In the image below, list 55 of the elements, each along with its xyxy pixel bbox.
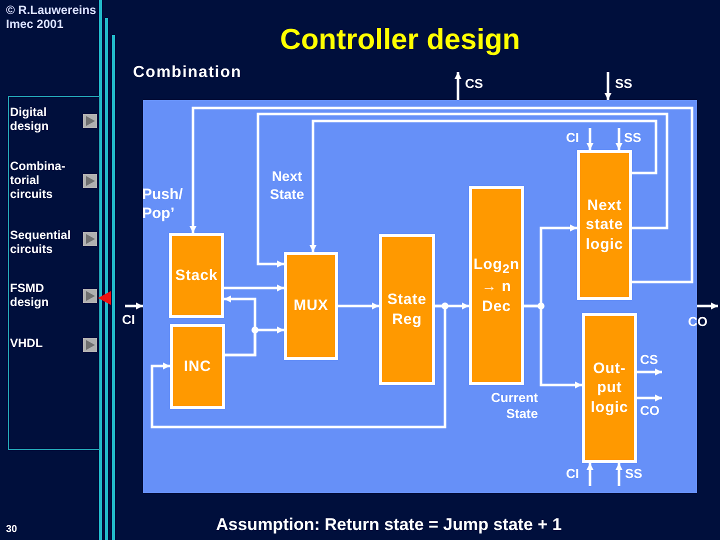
block-label: Out- put logic bbox=[590, 358, 630, 418]
block-label: INC bbox=[184, 356, 212, 376]
connector-arrow bbox=[256, 112, 668, 268]
edge-label: SS bbox=[624, 130, 642, 146]
connector-arrow bbox=[224, 296, 256, 356]
block-label: Stack bbox=[175, 266, 218, 286]
connector-arrow bbox=[190, 106, 694, 284]
note-text: Imec 2001 bbox=[6, 18, 64, 32]
menu-item: FSMD design bbox=[10, 282, 50, 310]
note-text: © R.Lauwereins bbox=[6, 4, 96, 18]
connector-arrow bbox=[310, 120, 658, 252]
panel-heading: Combination bbox=[133, 64, 242, 82]
connector-arrow bbox=[125, 302, 143, 310]
edge-label: CS bbox=[640, 352, 658, 368]
logic-block bbox=[577, 150, 632, 300]
block-label: MUX bbox=[294, 296, 328, 316]
menu-item: Digital design bbox=[10, 106, 50, 134]
connector-arrow bbox=[224, 284, 284, 292]
edge-label: CI bbox=[566, 466, 579, 482]
slide-title: Controller design bbox=[280, 24, 520, 57]
connector-arrow bbox=[637, 368, 662, 376]
note-text: 30 bbox=[6, 524, 18, 536]
connector-arrow bbox=[586, 463, 594, 486]
logic-block bbox=[582, 313, 637, 463]
logic-block bbox=[169, 233, 224, 318]
edge-label: SS bbox=[615, 76, 632, 92]
block-label: Next state logic bbox=[584, 196, 624, 254]
connector-arrow bbox=[586, 128, 594, 150]
connector-arrow bbox=[604, 72, 612, 100]
caption: Assumption: Return state = Jump state + 1 bbox=[216, 515, 562, 535]
menu-item: Combina- torial circuits bbox=[10, 160, 66, 202]
connector-arrow bbox=[616, 128, 622, 150]
connector-arrow bbox=[150, 304, 446, 428]
edge-label: Next State bbox=[268, 168, 306, 203]
connector-arrow bbox=[454, 72, 462, 100]
edge-label: CS bbox=[465, 76, 484, 92]
edge-label: Current State bbox=[490, 390, 538, 422]
edge-label: CO bbox=[640, 403, 660, 420]
edge-label: CI bbox=[122, 312, 135, 328]
logic-block bbox=[379, 234, 435, 385]
logic-block bbox=[170, 324, 225, 409]
edge-label: SS bbox=[625, 466, 642, 482]
block-label: State Reg bbox=[386, 290, 428, 329]
connector-arrow bbox=[524, 304, 582, 388]
connector-arrow bbox=[338, 302, 379, 310]
menu-item: Sequential circuits bbox=[10, 229, 72, 257]
connector-arrow bbox=[616, 463, 622, 486]
logic-block bbox=[284, 252, 338, 360]
logic-block bbox=[469, 186, 524, 385]
edge-label: CI bbox=[566, 130, 579, 146]
block-label: Log$_{2}$n → n Dec bbox=[472, 254, 521, 316]
edge-label: Push/ Pop’ bbox=[142, 186, 184, 224]
menu-item: VHDL bbox=[10, 337, 44, 351]
connector-arrow bbox=[637, 394, 662, 402]
connector-arrow bbox=[697, 302, 718, 310]
